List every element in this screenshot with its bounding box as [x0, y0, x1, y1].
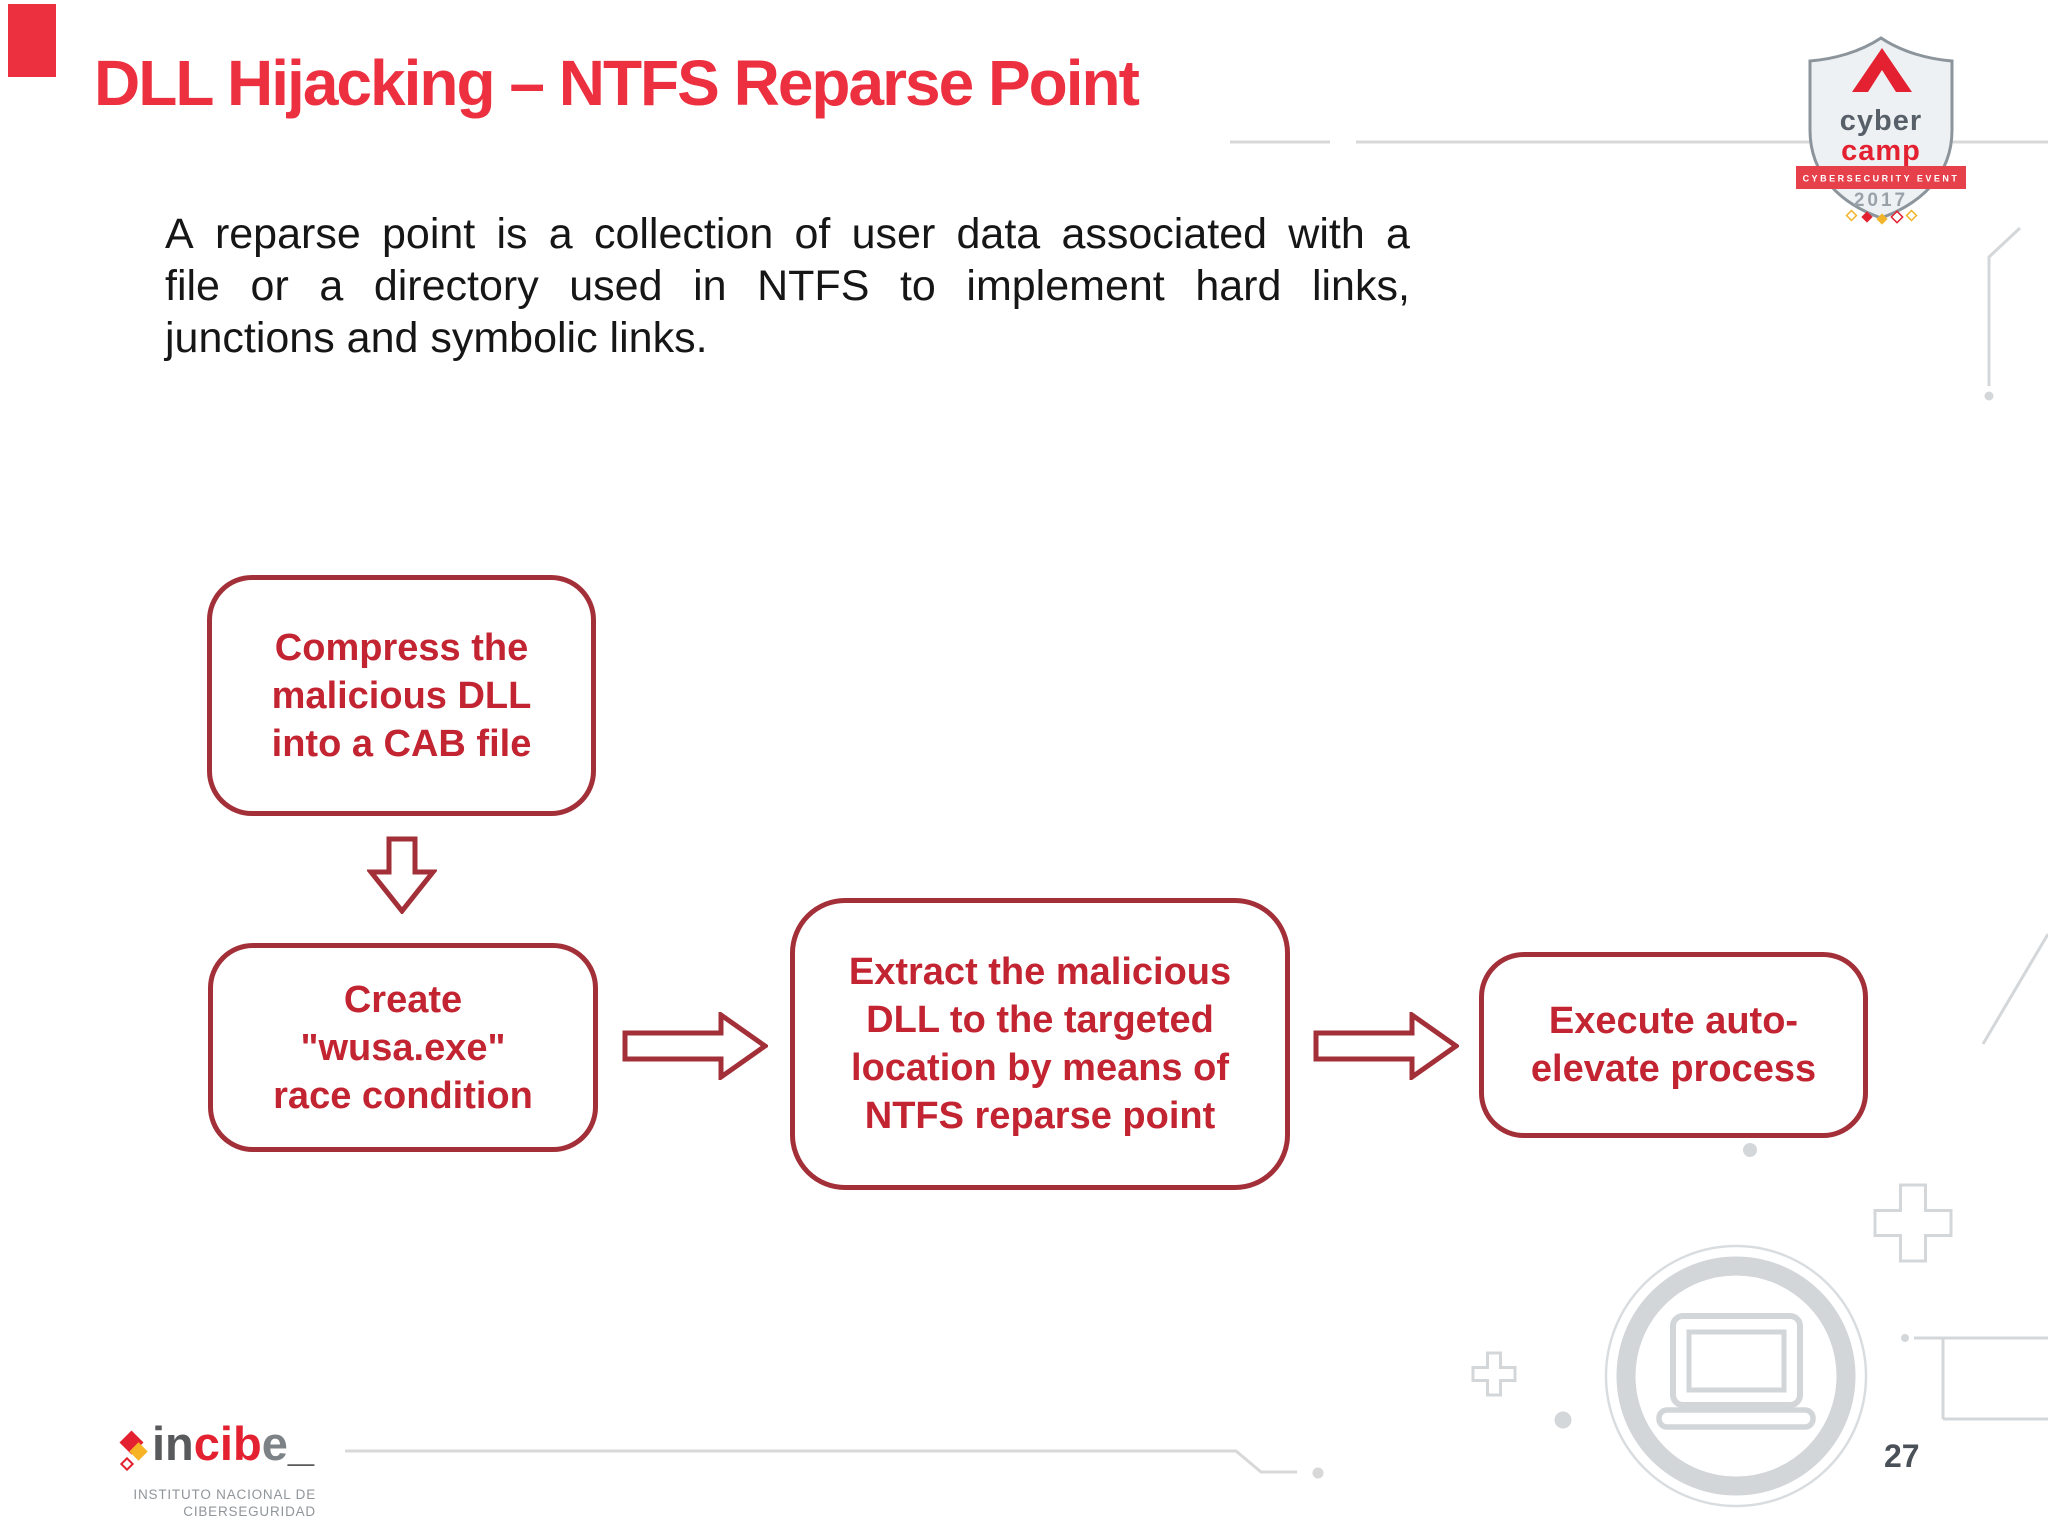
incibe-wordmark: incibe_: [152, 1417, 314, 1470]
page-title: DLL Hijacking – NTFS Reparse Point: [94, 47, 1140, 119]
down-arrow-icon: [367, 836, 437, 914]
right-arrow-icon: [622, 1012, 768, 1080]
plus-icon: [1471, 1351, 1517, 1397]
plus-icon: [1873, 1183, 1953, 1263]
badge-banner: [1796, 166, 1966, 189]
circuit-trace-mid-right: [1981, 933, 2048, 1045]
footer-rule-line: [345, 1449, 1324, 1479]
page-number: 27: [1884, 1438, 1920, 1474]
slide-accent-bar: [8, 4, 56, 77]
flow-step-execute-process: Execute auto-elevate process: [1479, 952, 1868, 1138]
badge-diamonds: [1845, 209, 1918, 225]
incibe-diamond-outline: [119, 1456, 135, 1472]
body-line: junctions and symbolic links.: [165, 314, 708, 362]
badge-year: 2017: [1854, 190, 1908, 211]
badge-word-cyber: cyber: [1840, 105, 1922, 137]
circuit-trace-bottom-right: [1901, 1334, 2048, 1421]
dot: [1554, 1411, 1572, 1429]
right-arrow-icon: [1313, 1012, 1459, 1080]
incibe-subtitle: INSTITUTO NACIONAL DE CIBERSEGURIDAD: [133, 1487, 316, 1519]
dot: [1743, 1143, 1757, 1157]
tent-icon: [1852, 48, 1912, 92]
flow-step-race-condition: Create"wusa.exe"race condition: [208, 943, 598, 1152]
circuit-trace-top-right: [1984, 226, 2022, 401]
badge-banner-text: CYBERSECURITY EVENT: [1803, 174, 1960, 184]
cybercamp-logo: cyber camp CYBERSECURITY EVENT 2017: [1796, 36, 1966, 225]
badge-word-camp: camp: [1841, 135, 1921, 167]
laptop-icon: [1604, 1244, 1868, 1508]
